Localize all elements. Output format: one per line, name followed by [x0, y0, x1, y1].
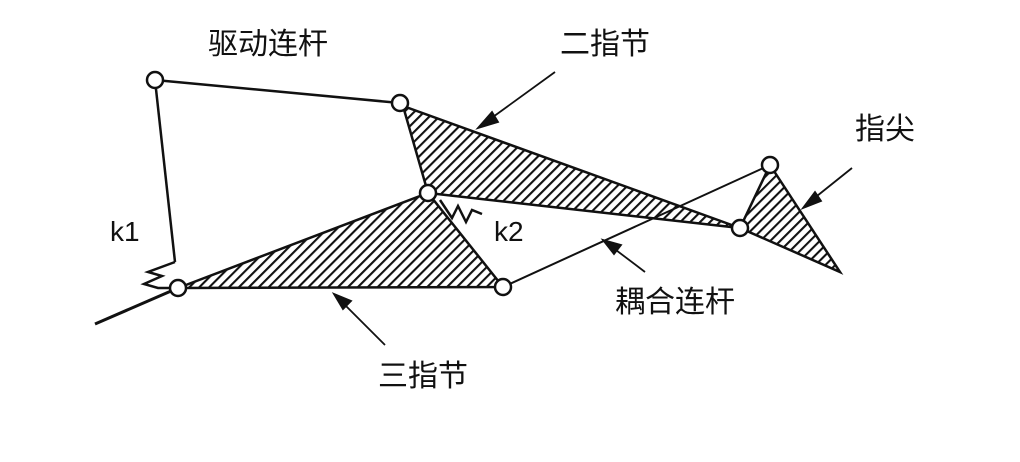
- label-second-phalanx: 二指节: [560, 27, 650, 62]
- joint: [418, 183, 438, 203]
- base-link: [153, 79, 177, 263]
- arrow-head-icon: [600, 238, 623, 256]
- arrow-head-icon: [800, 190, 823, 210]
- arrow-fingertip: [811, 167, 853, 201]
- second-phalanx: [401, 103, 741, 230]
- arrow-third-phalanx: [341, 301, 386, 346]
- label-spring-k2: k2: [494, 216, 524, 247]
- arrow-head-icon: [475, 110, 500, 130]
- joint: [145, 70, 165, 90]
- third-phalanx: [177, 191, 506, 290]
- drive-link: [154, 78, 401, 105]
- label-third-phalanx: 三指节: [378, 359, 468, 394]
- fingertip: [738, 162, 844, 275]
- arrow-second-phalanx: [485, 71, 556, 123]
- label-coupling-link: 耦合连杆: [615, 285, 735, 320]
- joint: [760, 155, 780, 175]
- spring-k1: [140, 260, 178, 290]
- label-fingertip: 指尖: [855, 112, 915, 147]
- arrow-coupling-link: [611, 246, 646, 273]
- joint: [168, 278, 188, 298]
- spring-k2: [438, 199, 483, 225]
- joint: [390, 93, 410, 113]
- arrow-head-icon: [331, 292, 353, 311]
- joint: [730, 218, 750, 238]
- label-drive-link: 驱动连杆: [208, 27, 328, 62]
- ground-line: [94, 286, 179, 326]
- coupling-link: [502, 164, 771, 288]
- joint: [493, 277, 513, 297]
- label-spring-k1: k1: [110, 216, 140, 247]
